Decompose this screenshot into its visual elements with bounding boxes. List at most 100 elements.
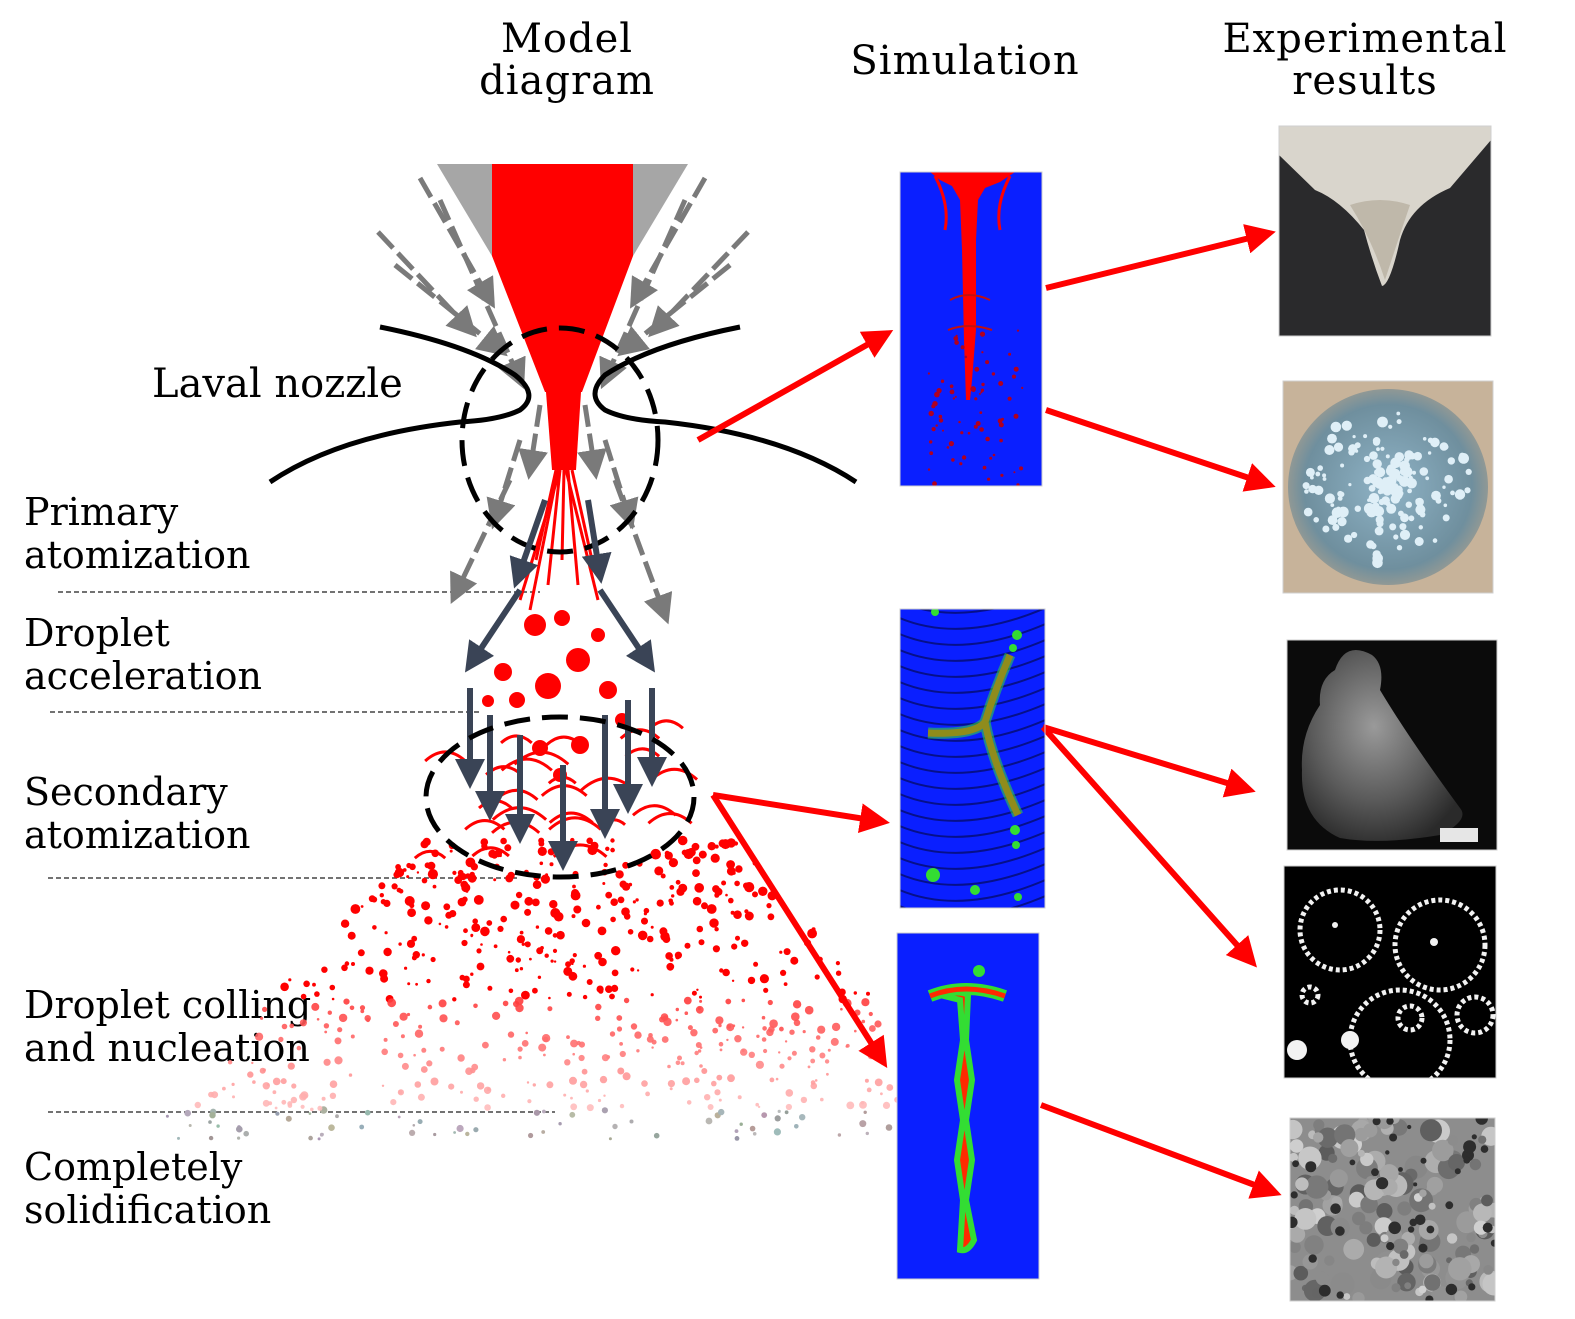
simulation-speck: [952, 397, 956, 400]
droplet: [571, 914, 576, 919]
header-experimental-line2: results: [1292, 58, 1438, 104]
surface-pore: [1475, 1118, 1488, 1125]
simulation-speck: [998, 422, 1004, 428]
droplet: [814, 1079, 818, 1082]
droplet: [506, 954, 515, 963]
surface-pore: [1290, 1216, 1298, 1228]
droplet: [674, 951, 683, 959]
gas-arrow: [599, 198, 688, 390]
shell-ring: [1454, 994, 1496, 1036]
droplet: [280, 982, 289, 992]
droplet: [707, 1104, 714, 1110]
droplet: [865, 1131, 869, 1136]
droplet: [504, 844, 512, 852]
droplet: [659, 927, 668, 936]
droplet: [761, 1112, 768, 1118]
droplet: [677, 835, 688, 846]
droplet: [323, 1058, 331, 1066]
flow-line: [900, 799, 1045, 822]
simulation-speck: [985, 436, 990, 442]
experimental-frame-5: [1289, 1117, 1496, 1302]
droplet: [601, 1107, 609, 1114]
surface-pore: [1407, 1124, 1412, 1130]
simulation-frame-1: [899, 171, 1043, 487]
droplet: [396, 887, 402, 893]
droplet: [692, 896, 702, 906]
droplet: [811, 927, 816, 932]
secondary-zone-ellipse: [423, 714, 697, 880]
droplet: [360, 1009, 365, 1014]
droplet: [698, 939, 705, 946]
crystal-speck: [1363, 503, 1375, 514]
stage-primary-line1: Primary: [24, 490, 179, 534]
droplet: [759, 974, 770, 984]
surface-pore: [1413, 1182, 1418, 1187]
droplet: [476, 962, 485, 971]
simulation-speck: [974, 366, 980, 372]
droplet: [323, 1023, 330, 1029]
simulation-speck: [981, 351, 984, 354]
droplet: [731, 943, 738, 950]
droplet: [866, 1087, 872, 1093]
laval-nozzle-walls: [268, 324, 858, 485]
stage-cooling-line2: and nucleation: [24, 1026, 310, 1070]
droplet: [778, 1051, 781, 1054]
simulation-speck: [992, 453, 996, 457]
droplet: [740, 1048, 748, 1056]
droplet: [406, 1012, 411, 1017]
droplet: [634, 1031, 642, 1039]
droplet: [715, 1016, 724, 1025]
crystal-speck: [1369, 451, 1378, 460]
simulation-speck: [1013, 366, 1019, 372]
droplet: [595, 1015, 601, 1021]
crystal-speck: [1443, 503, 1448, 508]
simulation-panel-jet: [900, 172, 1042, 486]
droplet: [521, 942, 525, 946]
gas-arrow: [450, 478, 513, 605]
droplet-fragment: [619, 728, 661, 740]
droplet: [381, 1084, 385, 1088]
simulation-speck: [982, 465, 987, 470]
simulation-speck: [960, 431, 964, 435]
droplet: [299, 1019, 307, 1027]
surface-grain: [1418, 1285, 1427, 1294]
droplet: [465, 857, 476, 868]
droplet: [433, 1132, 437, 1137]
droplet: [641, 917, 648, 925]
droplet: [463, 975, 470, 983]
droplet: [714, 927, 719, 932]
droplet: [424, 916, 433, 925]
droplet: [493, 944, 498, 949]
flow-line: [900, 847, 1045, 870]
simulation-speck: [949, 384, 954, 389]
droplet: [763, 987, 769, 993]
surface-grain: [1420, 1119, 1442, 1142]
droplet: [328, 1124, 335, 1131]
droplet: [617, 1067, 625, 1075]
droplet: [421, 953, 425, 957]
droplet: [616, 1015, 623, 1021]
droplet: [252, 1080, 256, 1084]
droplet: [827, 1048, 831, 1052]
surface-grain: [1456, 1211, 1479, 1233]
surface-pore: [1389, 1133, 1398, 1142]
droplet: [761, 1037, 767, 1042]
surface-grain: [1482, 1272, 1495, 1296]
arrow-sim2-to-exp3: [1042, 724, 1256, 798]
surface-grain: [1466, 1232, 1476, 1243]
surface-grain: [1448, 1257, 1472, 1281]
droplet: [208, 1120, 212, 1124]
droplet: [820, 1097, 824, 1102]
droplet: [359, 1124, 365, 1130]
droplet: [667, 1080, 676, 1088]
surface-grain: [1343, 1238, 1365, 1260]
droplet: [526, 1081, 530, 1084]
droplet: [615, 870, 624, 879]
droplet: [619, 1103, 625, 1109]
droplet: [350, 1034, 355, 1039]
droplet: [768, 1026, 775, 1033]
droplet: [868, 1011, 873, 1017]
surface-grain: [1305, 1175, 1329, 1199]
droplet: [787, 1056, 792, 1061]
droplet: [430, 956, 436, 963]
